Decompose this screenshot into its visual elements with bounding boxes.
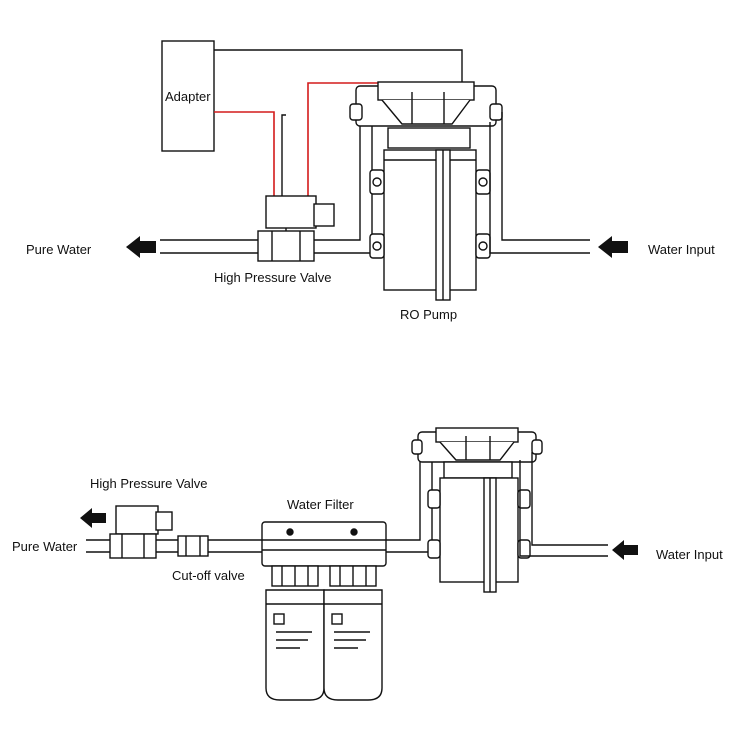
water-input-pipe-top-b <box>489 122 590 254</box>
hp-valve-fitting-bottom <box>109 533 157 559</box>
water-input-pipe-bottom-b <box>519 460 608 557</box>
hp-valve-cap-bottom <box>155 511 173 531</box>
pure-water-label-top: Pure Water <box>26 242 92 257</box>
filter-to-pump-pipe-a <box>386 452 421 541</box>
adapter-label: Adapter <box>165 89 211 104</box>
pure-water-arrow-bottom <box>80 508 106 528</box>
pure-water-label-bottom: Pure Water <box>12 539 78 554</box>
red-wire-to-pump <box>307 82 380 196</box>
cutoff-valve <box>177 535 209 557</box>
top-diagram <box>160 40 590 301</box>
filter-canister-left <box>265 589 325 701</box>
hp-valve-cap-top <box>313 203 335 227</box>
pure-water-arrow-top <box>126 236 156 258</box>
black-wire-valve <box>281 114 286 196</box>
water-input-arrow-bottom <box>612 540 638 560</box>
water-input-arrow-top <box>598 236 628 258</box>
ro-pump-bottom <box>411 427 543 593</box>
filter-to-pump-pipe-b <box>386 460 433 553</box>
high-pressure-valve-label-top: High Pressure Valve <box>214 270 332 285</box>
ro-pump-motor-top <box>383 149 477 291</box>
water-input-label-top: Water Input <box>648 242 715 257</box>
adapter-power-wire <box>214 49 463 82</box>
water-input-label-bottom: Water Input <box>656 547 723 562</box>
adapter-box <box>161 40 215 152</box>
filter-canister-right <box>323 589 383 701</box>
water-filter <box>261 521 387 701</box>
hp-valve-fitting-top <box>257 230 315 262</box>
ro-pump-top <box>349 81 503 301</box>
valve-to-pump-pipe-a <box>314 112 361 241</box>
ro-pump-label: RO Pump <box>400 307 458 322</box>
valve-to-pump-pipe-b <box>314 122 373 254</box>
water-input-pipe-bottom-a <box>531 452 608 546</box>
cutoff-valve-label: Cut-off valve <box>172 568 245 583</box>
ro-pump-motor-bottom <box>439 477 519 583</box>
bottom-diagram <box>86 427 608 701</box>
hp-valve-body-bottom <box>115 505 159 535</box>
red-wire-to-valve <box>214 111 275 196</box>
hp-valve-body-top <box>265 195 317 229</box>
water-input-pipe-top-a <box>501 112 590 241</box>
water-filter-head <box>261 521 387 567</box>
high-pressure-valve-label-bottom: High Pressure Valve <box>90 476 208 491</box>
water-filter-label: Water Filter <box>287 497 354 512</box>
